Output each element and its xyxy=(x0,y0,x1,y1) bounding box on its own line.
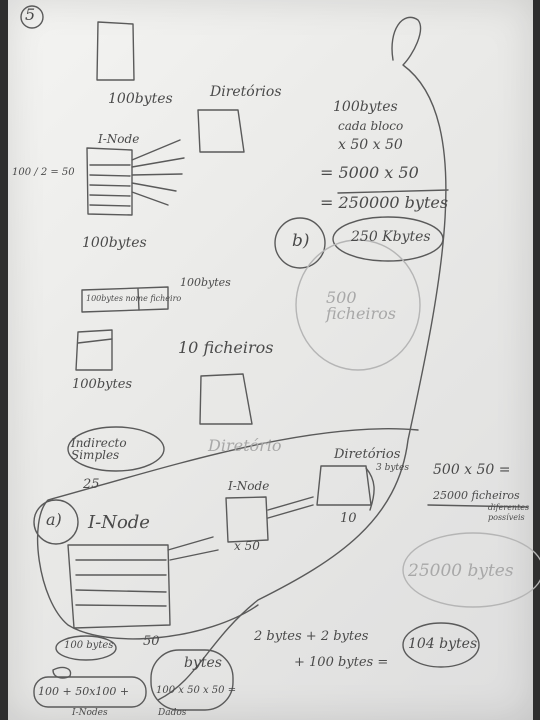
formula-label-inodes: I-Nodes xyxy=(72,708,108,718)
answer-b-value: 250 Kbytes xyxy=(351,229,431,245)
formula-bytes-text: bytes xyxy=(184,655,222,671)
answer-b-ellipse xyxy=(332,216,444,262)
sum-result-ellipse xyxy=(402,622,480,668)
sketch-drawings xyxy=(20,5,540,711)
inode-block xyxy=(86,147,133,216)
bytes-3-text: 3 bytes xyxy=(376,463,409,473)
answer-a-circle xyxy=(33,499,79,545)
bytes-25000-text: 25000 bytes xyxy=(408,561,514,581)
large-loop-stroke xyxy=(157,16,447,701)
calc-line1-text: 100bytes xyxy=(333,99,398,115)
bottom-loop-stroke xyxy=(36,428,419,640)
inode-big-block xyxy=(67,544,171,629)
formula-right-box xyxy=(150,649,234,711)
ten-files-text: 10 ficheiros xyxy=(178,338,274,357)
formula-label-data: Dados xyxy=(158,708,187,718)
directory-block-top xyxy=(197,109,245,153)
inode-name-block xyxy=(81,286,169,313)
calc-line2-text: cada bloco xyxy=(338,119,404,133)
sum-line2-text: + 100 bytes = xyxy=(294,655,389,670)
directory-block-mid xyxy=(199,373,253,425)
block-small xyxy=(75,329,113,371)
count-25-text: 25 xyxy=(83,477,100,492)
answer-a-label: a) xyxy=(46,510,62,529)
count-50-bottom-text: 50 xyxy=(143,634,160,649)
inode-label-text: I-Node xyxy=(98,132,140,146)
bytes-100-right-text: 100bytes xyxy=(180,276,231,289)
inode-small-text: I-Node xyxy=(228,479,270,493)
files-calc-2: 25000 ficheiros xyxy=(433,489,520,502)
indirect-simple-text: Indirecto Simples xyxy=(71,436,127,462)
formula-left-text: 100 + 50x100 + xyxy=(38,685,130,698)
inode-a-text: I-Node xyxy=(88,512,150,533)
fraction-text: 100 / 2 = 50 xyxy=(12,167,75,178)
bytes-25000-ellipse xyxy=(402,532,540,608)
paper-sheet: 5 100bytes Diretórios I-Node 100 / 2 = 5… xyxy=(8,0,540,720)
page-number-circle xyxy=(20,5,44,29)
inode-small-block xyxy=(225,496,269,543)
directories-a-text: Diretórios xyxy=(334,447,401,462)
answer-b-label: b) xyxy=(292,231,310,251)
files-500-text: 500 ficheiros xyxy=(326,288,397,323)
inode-100bytes-text: 100 bytes xyxy=(64,640,114,651)
answer-b-circle xyxy=(274,217,326,269)
files-calc-3: diferentes xyxy=(488,503,530,512)
directories-top-text: Diretórios xyxy=(210,84,282,100)
count-10-text: 10 xyxy=(340,511,357,526)
calc-line5-text: = 250000 bytes xyxy=(320,193,449,212)
formula-left-box xyxy=(33,676,147,708)
formula-right-text: 100 x 50 x 50 = xyxy=(156,685,237,696)
calc-line3-text: x 50 x 50 xyxy=(338,137,403,153)
files-500-circle xyxy=(295,239,421,371)
sum-result-text: 104 bytes xyxy=(408,636,478,652)
directories-a-block xyxy=(316,465,372,506)
inode-with-name-text: 100bytes nome ficheiro xyxy=(86,294,182,303)
directory-mid-text: Diretório xyxy=(208,436,282,455)
files-calc-4: possíveis xyxy=(488,513,525,522)
count-50-small-text: x 50 xyxy=(234,539,260,553)
inode-bytes-text: 100bytes xyxy=(82,235,147,251)
files-calc-1: 500 x 50 = xyxy=(433,462,511,478)
inode-bytes-ellipse xyxy=(55,635,117,661)
block-size-top-text: 100bytes xyxy=(108,91,173,107)
page-number: 5 xyxy=(25,5,36,24)
indirect-ellipse xyxy=(67,426,165,472)
block-top xyxy=(96,21,135,81)
calc-line4-text: = 5000 x 50 xyxy=(320,163,419,182)
sum-line-text: 2 bytes + 2 bytes xyxy=(254,629,369,644)
block-bytes-small-text: 100bytes xyxy=(72,377,133,392)
